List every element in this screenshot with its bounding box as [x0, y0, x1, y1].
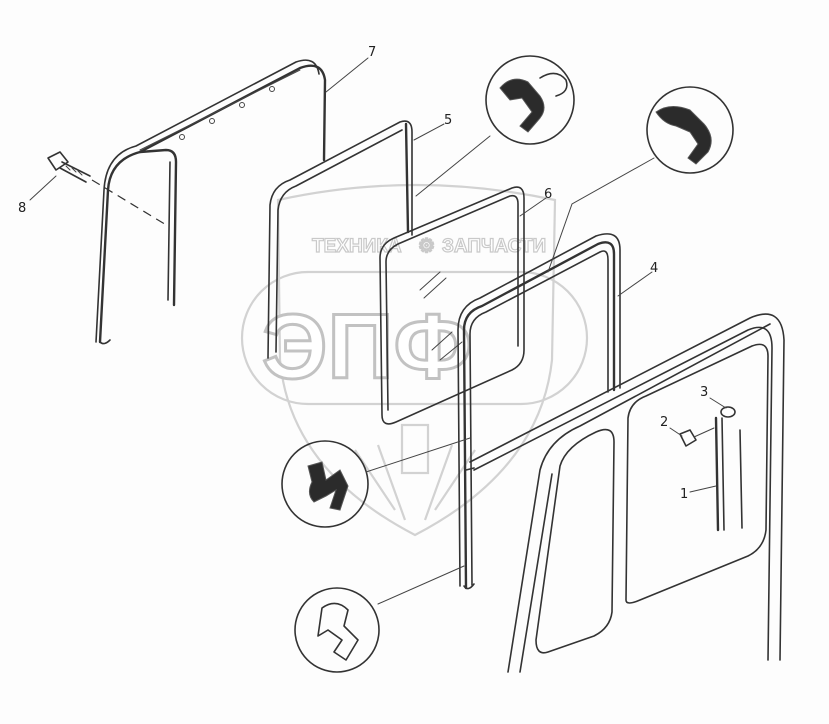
part-3-cap: [720, 406, 736, 418]
leader-4: [617, 271, 653, 297]
watermark: ТЕХНИКА ⚙ ЗАПЧАСТИ ЭПФ: [240, 183, 589, 537]
detail-circle-bottom: [294, 565, 465, 673]
callout-8: 8: [18, 201, 26, 216]
watermark-banner: [240, 270, 589, 406]
part-8-bolt: [47, 151, 169, 227]
watermark-text-left: ТЕХНИКА: [312, 236, 402, 257]
part-1-handle: [714, 416, 725, 532]
leader-5: [413, 123, 445, 141]
leader-8: [29, 175, 57, 201]
part-7-frame: [95, 59, 327, 345]
detail-circle-right: [547, 86, 734, 273]
leader-3: [709, 397, 727, 409]
callout-1: 1: [680, 487, 688, 502]
part-2-screw: [679, 427, 715, 447]
callout-4: 4: [650, 261, 658, 276]
part-4-outer-frame: [457, 233, 621, 590]
watermark-building-icon: [354, 423, 476, 521]
detail-circle-top: [415, 55, 575, 197]
part-5-window-seal: [267, 120, 413, 359]
leader-lines: [29, 57, 727, 493]
callout-2: 2: [660, 415, 668, 430]
door-panel: [465, 313, 785, 673]
watermark-text-right: ЗАПЧАСТИ: [442, 236, 546, 257]
detail-circle-left: [281, 437, 471, 528]
callout-3: 3: [700, 385, 708, 400]
leader-2: [669, 427, 683, 437]
watermark-big-text: ЭПФ: [262, 296, 472, 398]
leader-1: [689, 485, 717, 493]
leader-6: [519, 197, 547, 217]
callout-6: 6: [544, 187, 552, 202]
door-inner-rib: [739, 429, 743, 529]
callouts: 7 5 6 4 8 1 2 3: [18, 45, 708, 502]
watermark-shield: [276, 183, 557, 537]
part-6-glass: [379, 186, 525, 425]
leader-7: [325, 57, 369, 93]
callout-7: 7: [368, 45, 376, 60]
watermark-gear-icon: ⚙: [418, 236, 435, 257]
callout-5: 5: [444, 113, 452, 128]
